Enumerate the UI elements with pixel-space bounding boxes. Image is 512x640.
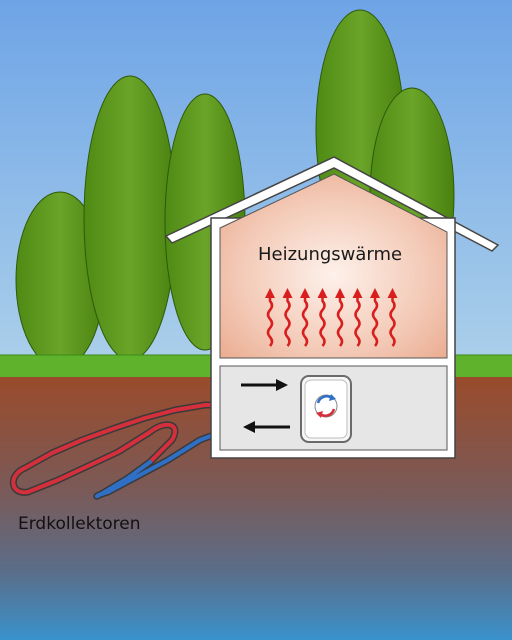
arrow-left-icon <box>243 421 290 433</box>
ground-collector-pipes <box>9 401 314 500</box>
heat-arrow <box>336 294 344 347</box>
roof <box>164 156 500 252</box>
heat-arrow-head <box>317 288 328 298</box>
heat-arrow <box>284 294 291 347</box>
heat-arrow <box>266 294 274 347</box>
heat-arrow-head <box>335 288 345 298</box>
heat-arrow-head <box>387 288 398 298</box>
heat-arrow-head <box>370 288 380 298</box>
return-pipe <box>94 422 312 499</box>
tree <box>83 75 177 361</box>
heat-arrow-head <box>352 288 363 298</box>
heat-arrows <box>265 288 398 347</box>
heat-arrow <box>354 294 361 347</box>
heat-arrow <box>301 294 309 347</box>
heat-arrow-head <box>300 288 310 298</box>
heat-pump-cycle-icon <box>314 394 338 418</box>
heat-pump-unit <box>300 375 352 443</box>
house <box>164 156 500 459</box>
heat-arrow <box>371 294 379 347</box>
ground-collectors-label: Erdkollektoren <box>18 514 141 534</box>
heating-heat-label: Heizungswärme <box>258 244 403 265</box>
heat-arrow <box>389 294 396 347</box>
heat-arrow-head <box>282 288 293 298</box>
heat-arrow-head <box>265 288 275 298</box>
heat-arrow <box>319 294 326 347</box>
supply-pipe <box>11 403 312 495</box>
arrow-right-icon <box>241 379 288 391</box>
